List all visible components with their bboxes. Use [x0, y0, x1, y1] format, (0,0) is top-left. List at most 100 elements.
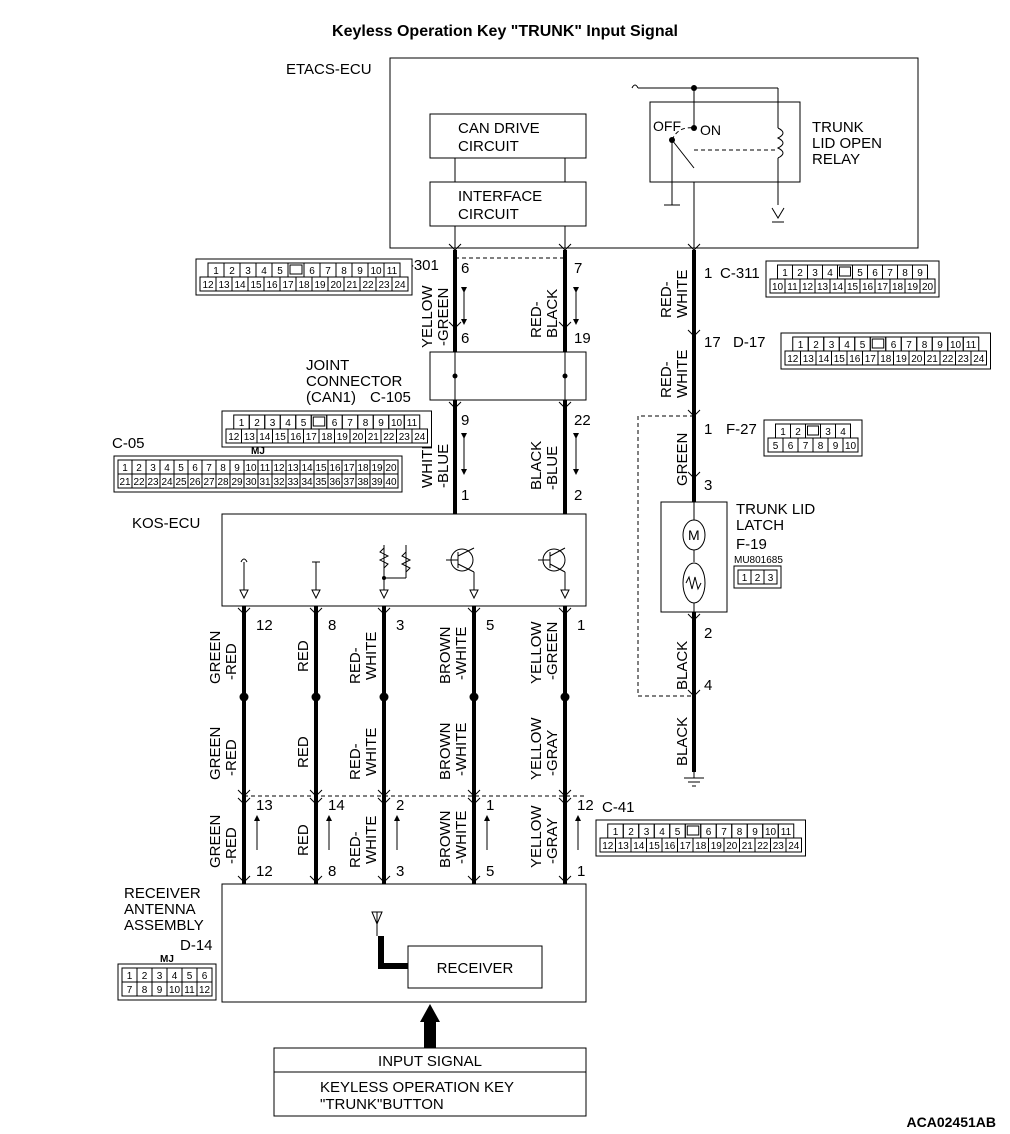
splice-point	[311, 692, 321, 702]
connector-pin-number: 7	[206, 463, 212, 474]
connector-pin-number: 2	[628, 827, 634, 838]
d17-label: D-17	[733, 334, 766, 351]
latch-top-pin: 3	[704, 477, 712, 494]
connector-pin-number: 13	[618, 841, 630, 852]
connector-pin-number: 10	[245, 463, 257, 474]
connector-pin-number: 16	[664, 841, 676, 852]
input-signal-box	[273, 1047, 587, 1117]
connector-key-icon	[686, 825, 700, 836]
connector-pin-number: 7	[347, 418, 353, 429]
connector-pin-number: 1	[127, 971, 133, 982]
wire-color-label: RED	[295, 824, 312, 856]
kos-ecu-box	[221, 513, 587, 607]
connector-pin-number: 15	[315, 463, 327, 474]
connector-key-icon	[871, 338, 885, 349]
connector-pin-number: 11	[781, 827, 792, 838]
c41-pin: 14	[328, 797, 345, 814]
connector-pin-number: 7	[325, 266, 331, 277]
receiver-assembly-label-3: ASSEMBLY	[124, 917, 204, 934]
connector-mj-label: MJ	[251, 446, 265, 457]
connector-pin-number: 12	[802, 282, 814, 293]
connector-pin-number: 1	[780, 427, 786, 438]
connector-pin-number: 11	[387, 266, 398, 277]
kos-can-pin-left: 1	[461, 487, 469, 504]
connector-pin-number: 7	[887, 268, 893, 279]
connector-pin-number: 35	[315, 477, 327, 488]
connector-pin-number: 14	[818, 354, 830, 365]
connector-pin-number: 4	[827, 268, 833, 279]
receiver-pin: 3	[396, 863, 404, 880]
wire-color-black-blue-1: BLACK	[528, 441, 545, 490]
connector-pin-number: 18	[880, 354, 892, 365]
connector-pin-number: 5	[277, 266, 283, 277]
connector-pin-number: 23	[773, 841, 785, 852]
wire-color-black-blue-2: -BLUE	[544, 446, 561, 490]
connector-pin-number: 4	[659, 827, 665, 838]
receiver-label: RECEIVER	[437, 960, 514, 977]
connector-pin-number: 2	[755, 573, 761, 584]
connector-pin-number: 12	[787, 354, 799, 365]
connector-pin-number: 2	[254, 418, 260, 429]
input-signal-line2: "TRUNK"BUTTON	[320, 1096, 444, 1113]
connector-pin-number: 11	[260, 463, 271, 474]
connector-pin-number: 9	[357, 266, 363, 277]
wire-color-label: WHITE	[363, 816, 380, 864]
connector-pin-number: 10	[370, 266, 382, 277]
wire-color-label: GREEN	[207, 727, 224, 780]
connector-pin-number: 32	[273, 477, 285, 488]
c41-pin: 2	[396, 797, 404, 814]
connector-pin-number: 3	[829, 340, 835, 351]
connector-pin-number: 17	[343, 463, 355, 474]
connector-pin-number: 36	[329, 477, 341, 488]
receiver-pin: 1	[577, 863, 585, 880]
connector-pin-number: 23	[399, 432, 411, 443]
connector-pin-number: 29	[231, 477, 243, 488]
connector-pin-number: 20	[726, 841, 738, 852]
joint-label-3: (CAN1)	[306, 389, 356, 406]
connector-pin-number: 10	[845, 441, 857, 452]
connector-pin-number: 14	[234, 280, 246, 291]
connector-pin-number: 13	[803, 354, 815, 365]
trunk-color4: BLACK	[674, 641, 691, 690]
connector-pin-number: 16	[329, 463, 341, 474]
connector-key-icon	[807, 425, 819, 436]
connector-pin-number: 22	[757, 841, 769, 852]
wire-color-label: BROWN	[437, 811, 454, 869]
latch-label-2: LATCH	[736, 517, 784, 534]
connector-pin-number: 3	[157, 971, 163, 982]
connector-pin-number: 6	[706, 827, 712, 838]
joint-label-1: JOINT	[306, 357, 349, 374]
connector-pin-number: 38	[357, 477, 369, 488]
connector-pin-number: 15	[834, 354, 846, 365]
connector-pin-number: 20	[911, 354, 923, 365]
splice-point	[239, 692, 249, 702]
connector-pin-number: 5	[675, 827, 681, 838]
connector-pin-number: 26	[189, 477, 201, 488]
connector-pin-number: 14	[301, 463, 313, 474]
kos-internal-symbols	[239, 545, 570, 600]
wire-color-label: -WHITE	[453, 723, 470, 776]
splice-point	[379, 692, 389, 702]
connector-pin-number: 3	[270, 418, 276, 429]
connector-pin-number: 3	[812, 268, 818, 279]
connector-pin-number: 12	[602, 841, 614, 852]
c41-pin: 13	[256, 797, 273, 814]
connector-pin-number: 12	[273, 463, 285, 474]
connector-pin-number: 1	[742, 573, 748, 584]
connector-pin-number: 7	[906, 340, 912, 351]
connector-pin-number: 7	[127, 985, 133, 996]
connector-pin-number: 10	[391, 418, 403, 429]
connector-pin-number: 8	[737, 827, 743, 838]
connector-pin-number: 19	[371, 463, 383, 474]
c41-label: C-41	[602, 799, 635, 816]
joint-c105-label: C-105	[370, 389, 411, 406]
page-title: Keyless Operation Key "TRUNK" Input Sign…	[332, 23, 678, 40]
wire-color-label: RED-	[347, 647, 364, 684]
wire-color-label: -RED	[223, 827, 240, 864]
c05-label: C-05	[112, 435, 145, 452]
